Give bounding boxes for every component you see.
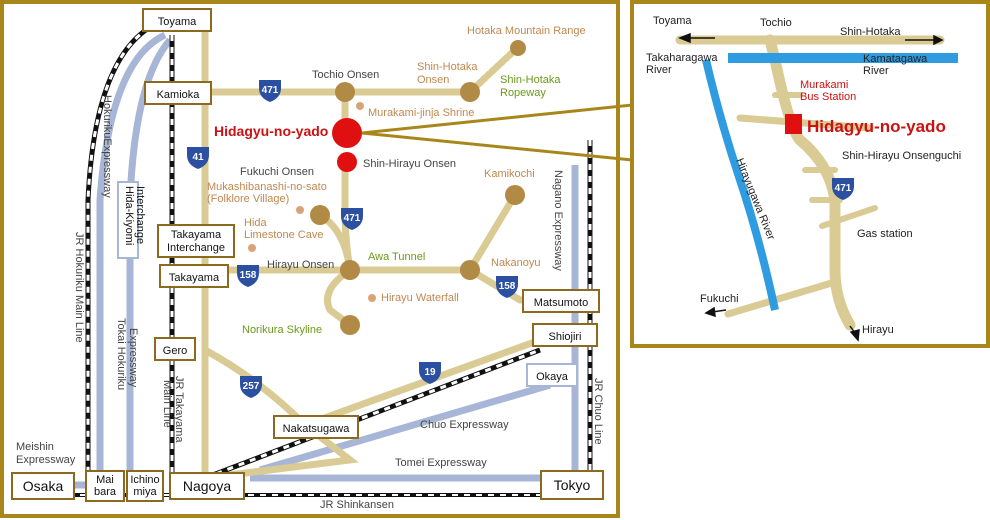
nakanoyu-marker <box>460 260 480 280</box>
route-41-shield: 41 <box>187 147 209 169</box>
kamioka-label: Kamioka <box>157 89 201 101</box>
svg-text:JR Shinkansen: JR Shinkansen <box>320 499 394 511</box>
inset-hirayu-label: Hirayu <box>862 324 894 336</box>
inset-rivers <box>702 53 958 311</box>
svg-text:JR Takayama: JR Takayama <box>173 376 185 443</box>
shin-hirayu-label: Shin-Hirayu Onsen <box>363 158 456 170</box>
kamikochi-marker <box>505 185 525 205</box>
hida-kiyomi-label: Hida-Kiyomi <box>123 186 135 245</box>
kamikochi-label: Kamikochi <box>484 168 535 180</box>
svg-text:Expressway: Expressway <box>127 328 139 388</box>
inset-arrows <box>677 32 944 342</box>
fukuchi-onsen-marker <box>310 205 330 225</box>
murakami-shrine-label: Murakami-jinja Shrine <box>368 107 474 119</box>
svg-text:HokurikuExpressway: HokurikuExpressway <box>101 95 113 198</box>
hirayu-onsen-label: Hirayu Onsen <box>267 259 334 271</box>
norikura-marker <box>340 315 360 335</box>
svg-text:158: 158 <box>240 270 257 281</box>
svg-text:Expressway: Expressway <box>16 454 76 466</box>
svg-text:Tokai Hokuriku: Tokai Hokuriku <box>115 318 127 390</box>
route-471-shield-a: 471 <box>259 80 281 102</box>
mukashi-label: Mukashibanashi-no-sato(Folklore Village) <box>207 181 327 205</box>
nakanoyu-label: Nakanoyu <box>491 257 541 269</box>
norikura-label: Norikura Skyline <box>242 324 322 336</box>
svg-text:Meishin: Meishin <box>16 441 54 453</box>
hidagyu-marker <box>332 118 362 148</box>
svg-text:471: 471 <box>262 85 279 96</box>
okaya-label: Okaya <box>536 371 569 383</box>
inset-gas-station-label: Gas station <box>857 228 913 240</box>
inset-fukuchi-label: Fukuchi <box>700 293 739 305</box>
svg-text:Interchange: Interchange <box>134 186 146 244</box>
osaka-label: Osaka <box>23 478 64 494</box>
svg-text:Nagano Expressway: Nagano Expressway <box>552 170 564 271</box>
inset-shin-hotaka-label: Shin-Hotaka <box>840 26 901 38</box>
inset-shin-hirayu-label: Shin-Hirayu Onsenguchi <box>842 150 961 162</box>
svg-text:19: 19 <box>424 367 436 378</box>
hotaka-range-marker <box>510 40 526 56</box>
route-158-shield-a: 158 <box>237 265 259 287</box>
tokyo-label: Tokyo <box>554 477 591 493</box>
shin-hotaka-onsen-marker <box>460 82 480 102</box>
gero-label: Gero <box>163 345 187 357</box>
route-19-shield: 19 <box>419 362 441 384</box>
svg-text:Tomei Expressway: Tomei Expressway <box>395 457 487 469</box>
line-labels: HokurikuExpressway JR Hokuriku Main Line… <box>16 95 604 511</box>
inset-hidagyu-marker <box>785 114 802 134</box>
svg-text:257: 257 <box>243 381 260 392</box>
shiojiri-label: Shiojiri <box>548 331 581 343</box>
hirayu-onsen-marker <box>340 260 360 280</box>
toyama-label: Toyama <box>158 16 197 28</box>
shin-hirayu-marker <box>337 152 357 172</box>
hidagyu-label: Hidagyu-no-yado <box>214 123 328 139</box>
route-471-shield-b: 471 <box>341 208 363 230</box>
tochio-onsen-marker <box>335 82 355 102</box>
inset-tochio-label: Tochio <box>760 17 792 29</box>
inset-roads <box>675 34 945 331</box>
svg-text:158: 158 <box>499 281 516 292</box>
svg-text:Main Line: Main Line <box>161 380 173 428</box>
inset-shield: 471 <box>832 178 854 200</box>
nakatsugawa-label: Nakatsugawa <box>283 423 351 435</box>
spot-markers <box>248 40 526 335</box>
svg-text:JR Chuo Line: JR Chuo Line <box>592 378 604 445</box>
fukuchi-onsen-label: Fukuchi Onsen <box>240 166 314 178</box>
awa-tunnel-label: Awa Tunnel <box>368 251 425 263</box>
nagoya-label: Nagoya <box>183 478 231 494</box>
route-shields: 471 41 471 158 158 257 19 <box>187 80 518 398</box>
takayama-label: Takayama <box>169 272 220 284</box>
hotaka-range-label: Hotaka Mountain Range <box>467 25 586 37</box>
route-158-shield-b: 158 <box>496 276 518 298</box>
svg-text:471: 471 <box>344 213 361 224</box>
tochio-onsen-label: Tochio Onsen <box>312 69 379 81</box>
inset-toyama-label: Toyama <box>653 15 692 27</box>
svg-text:Chuo Expressway: Chuo Expressway <box>420 419 509 431</box>
matsumoto-label: Matsumoto <box>534 297 588 309</box>
svg-text:41: 41 <box>192 152 204 163</box>
route-257-shield: 257 <box>240 376 262 398</box>
svg-text:471: 471 <box>835 183 852 194</box>
inset-hidagyu-label: Hidagyu-no-yado <box>807 117 946 136</box>
svg-text:JR Hokuriku Main Line: JR Hokuriku Main Line <box>73 232 85 343</box>
hirayu-fall-label: Hirayu Waterfall <box>381 292 459 304</box>
